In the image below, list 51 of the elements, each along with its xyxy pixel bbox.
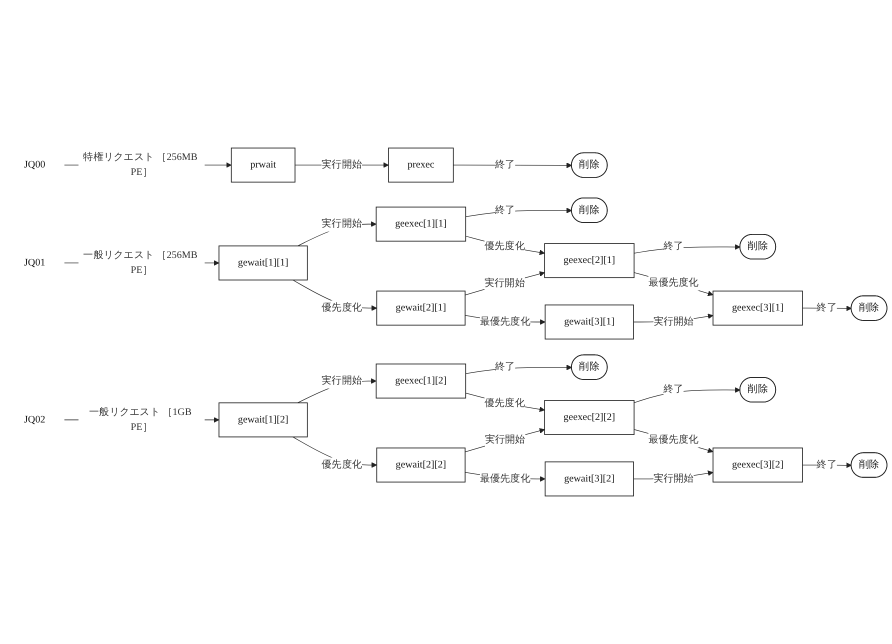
node-box: gewait[2][2] [376, 448, 466, 482]
arrow [464, 271, 545, 296]
node-box: prexec [388, 148, 454, 183]
arrow [464, 428, 545, 452]
edge-label: 終了 [495, 159, 516, 170]
edge-label: 一般リクエスト ［256MB PE］ [83, 250, 198, 276]
edge-label: 実行開始 [653, 316, 694, 328]
edge-label: 終了 [816, 459, 837, 470]
node-box: prwait [230, 148, 296, 183]
arrow [465, 208, 572, 218]
node-text: JQ00 [24, 159, 46, 170]
node-text: JQ02 [24, 414, 46, 425]
arrow [465, 236, 545, 256]
edge-label: 最優先度化 [648, 434, 699, 446]
node-box: geexec[1][2] [376, 364, 466, 398]
edge-label: 一般リクエスト ［1GB PE］ [89, 406, 192, 433]
edge-label: 優先度化 [484, 398, 525, 409]
edge-label: 実行開始 [322, 218, 362, 230]
edge-label: 最優先度化 [480, 316, 530, 328]
arrow [453, 162, 572, 168]
edge-label: 実行開始 [484, 278, 525, 288]
edge-label: 終了 [663, 384, 684, 395]
edge-label: 終了 [495, 361, 516, 372]
arrow [465, 364, 572, 374]
edge-label: 優先度化 [484, 240, 525, 252]
node-box: geexec[1][1] [376, 206, 466, 242]
arrow [634, 387, 740, 404]
node-box: geexec[2][2] [544, 400, 634, 435]
node-box: geexec[3][1] [712, 290, 803, 326]
edge-label: 特権リクエスト ［256MB PE］ [83, 152, 198, 178]
edge-label: 実行開始 [322, 375, 362, 386]
edge-label: 終了 [663, 241, 684, 252]
node-box: gewait[1][2] [218, 402, 308, 438]
node-box: gewait[3][1] [544, 304, 634, 340]
node-box: geexec[2][1] [544, 243, 634, 278]
edge-label: 終了 [495, 204, 516, 216]
edge-label: 終了 [816, 302, 837, 314]
arrow [634, 244, 740, 254]
node-box: gewait[3][2] [544, 461, 634, 496]
node-box: gewait[1][1] [218, 246, 308, 280]
node-text: JQ01 [24, 257, 46, 268]
edge-label: 実行開始 [322, 159, 362, 170]
edge-label: 実行開始 [653, 473, 694, 484]
node-box: gewait[2][1] [376, 290, 466, 326]
edge-label: 優先度化 [322, 459, 362, 470]
edge-label: 実行開始 [484, 434, 526, 446]
edge-label: 最優先度化 [480, 473, 530, 484]
arrow [465, 392, 545, 412]
edge-label: 最優先度化 [648, 277, 699, 288]
edge-label: 優先度化 [322, 302, 362, 314]
node-box: geexec[3][2] [712, 448, 803, 482]
